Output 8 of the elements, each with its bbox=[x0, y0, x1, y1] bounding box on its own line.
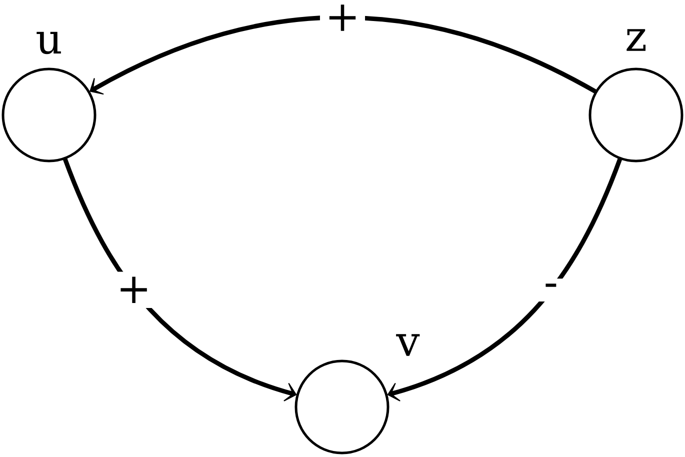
edge-label: - bbox=[538, 278, 563, 302]
arrow bbox=[90, 15, 596, 95]
edge-label: + bbox=[320, 0, 366, 36]
arrow bbox=[387, 158, 622, 402]
node-label: v bbox=[396, 334, 420, 356]
edge-label: + bbox=[111, 272, 156, 308]
node-label: z bbox=[626, 29, 646, 51]
node-label: u bbox=[36, 32, 61, 54]
